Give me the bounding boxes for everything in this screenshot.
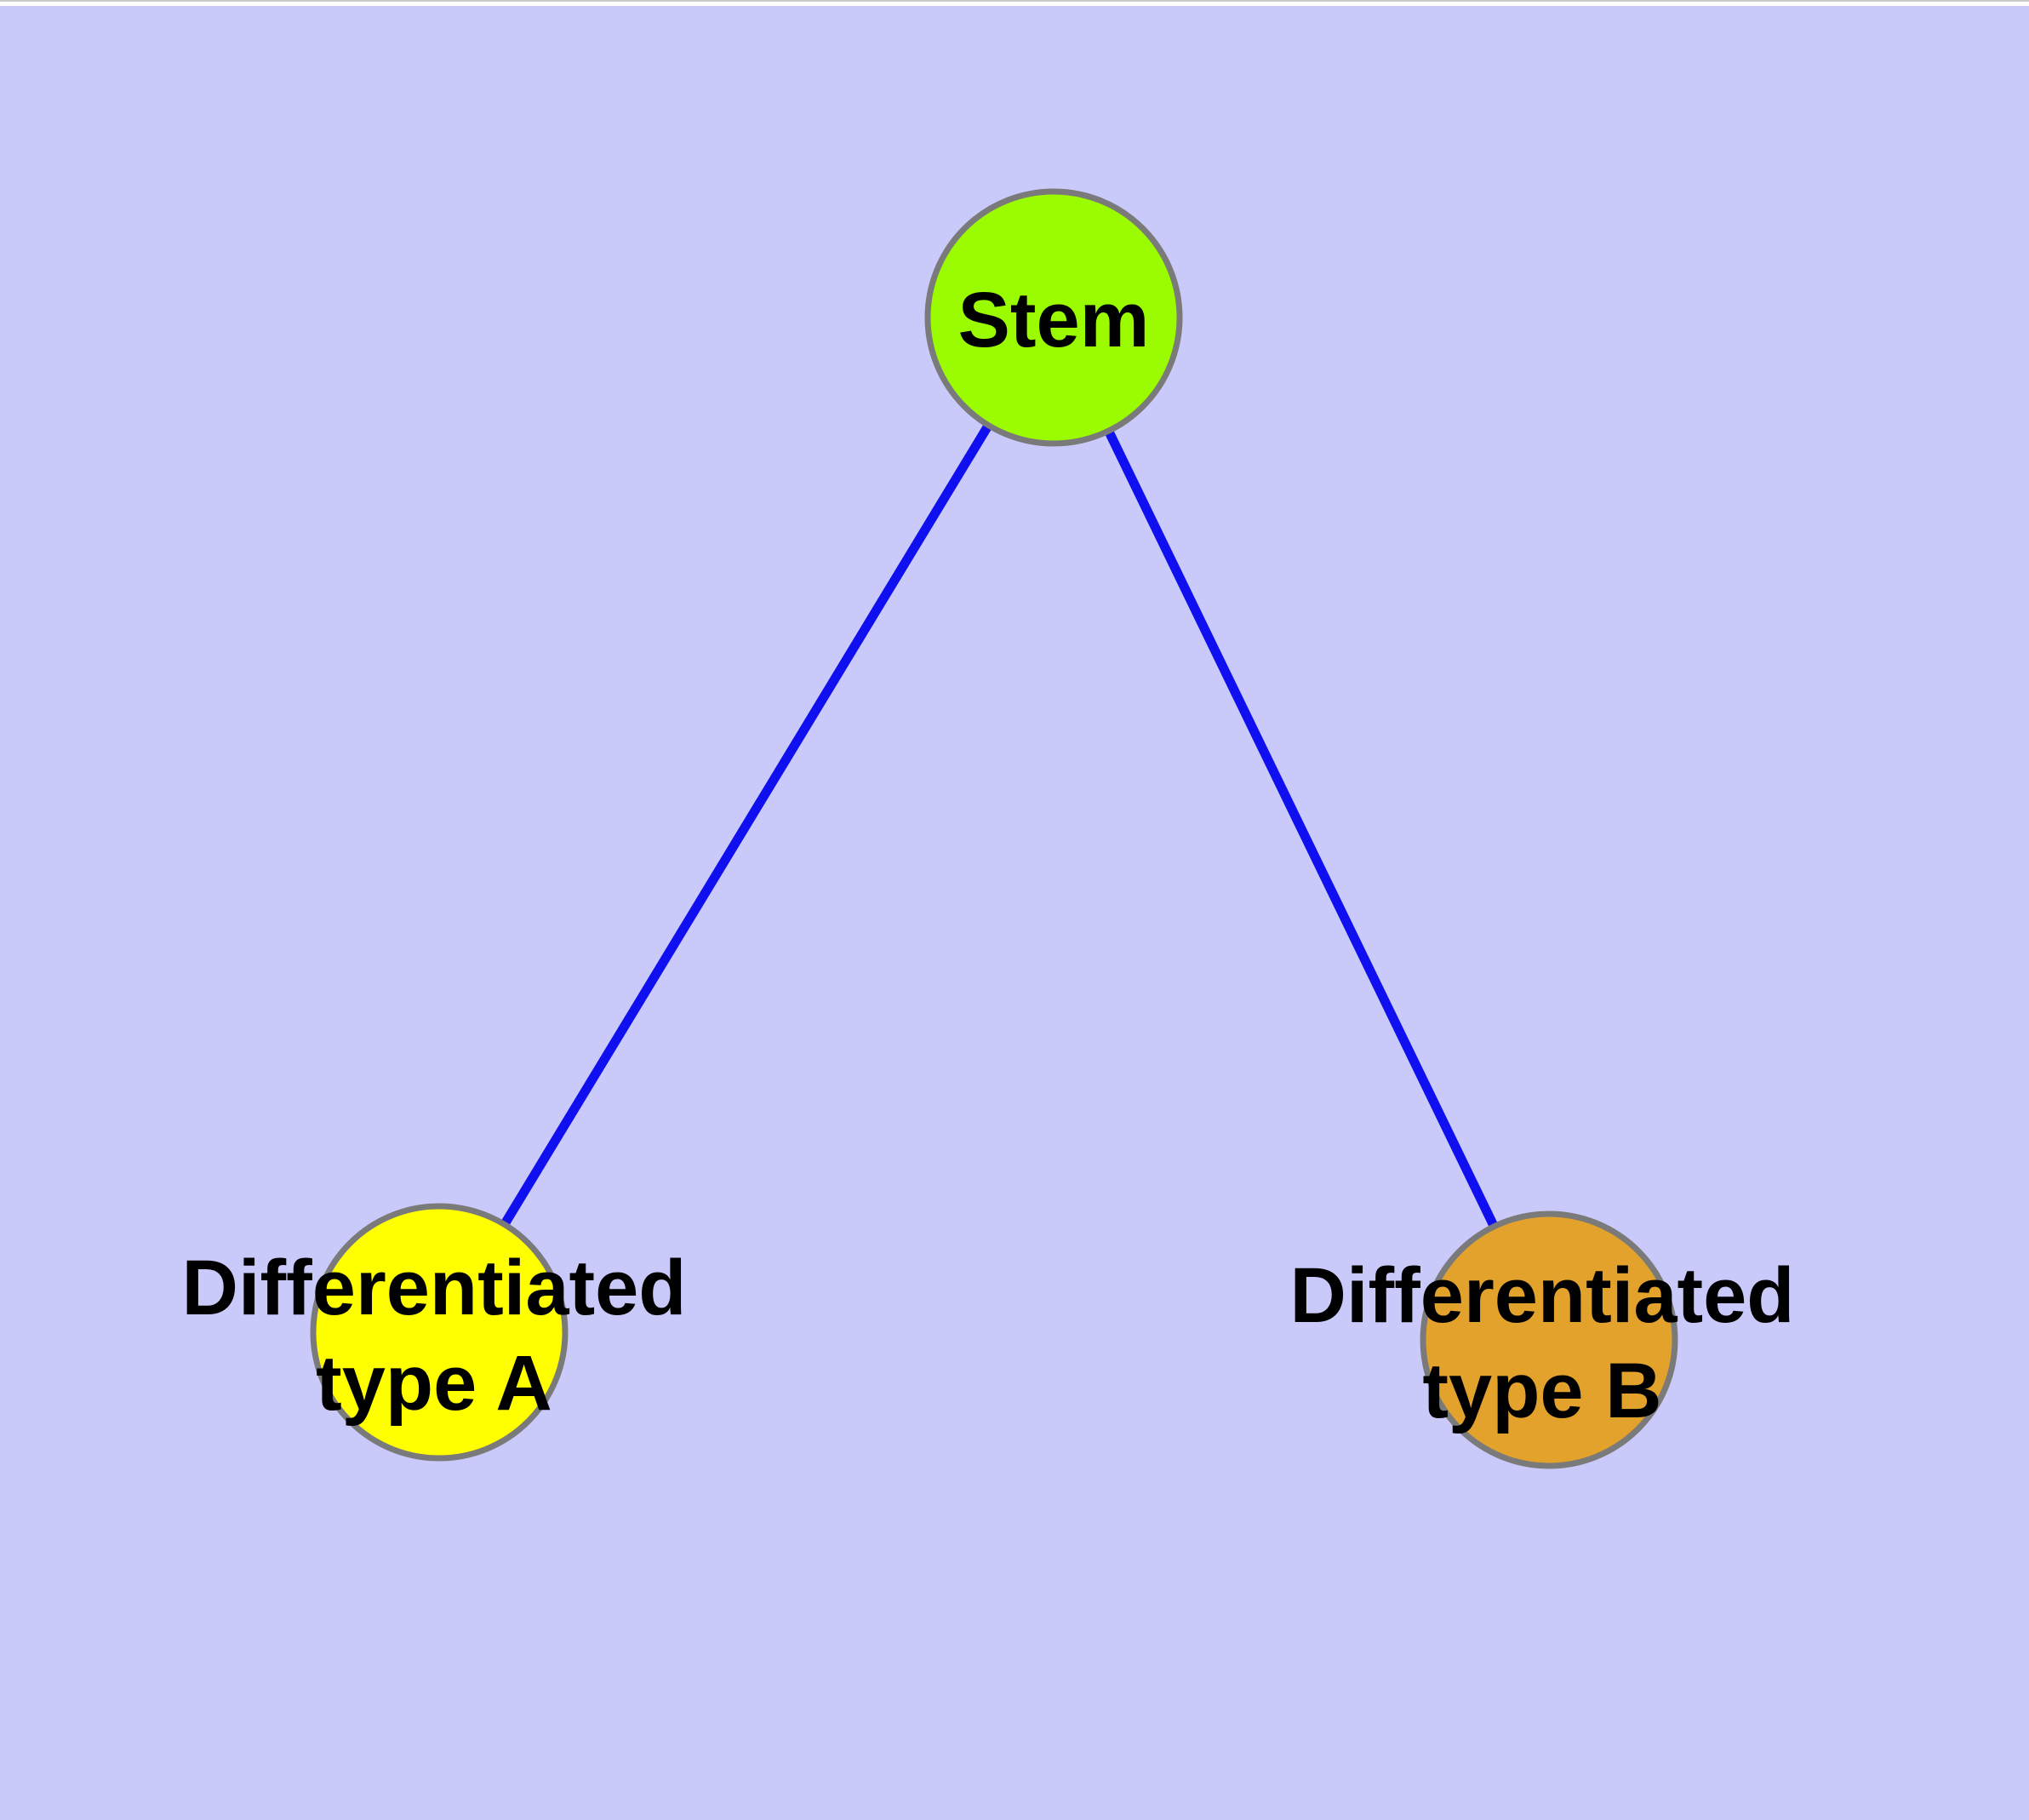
node-differentiated-type-b — [1420, 1210, 1678, 1469]
top-margin — [0, 2, 2029, 6]
edge-stem-to-type-b — [1049, 315, 1553, 1342]
node-stem — [924, 188, 1183, 447]
node-label-type-a-line2: type A — [316, 1340, 552, 1427]
node-label-type-b-line2: type B — [1422, 1348, 1661, 1434]
top-hairline — [0, 0, 2029, 2]
node-differentiated-type-a — [310, 1203, 569, 1462]
node-label-type-a-line1: Differentiated — [182, 1245, 687, 1331]
node-label-stem: Stem — [958, 277, 1150, 363]
node-label-type-b-line1: Differentiated — [1290, 1252, 1795, 1339]
edge-stem-to-type-a — [435, 315, 1058, 1335]
